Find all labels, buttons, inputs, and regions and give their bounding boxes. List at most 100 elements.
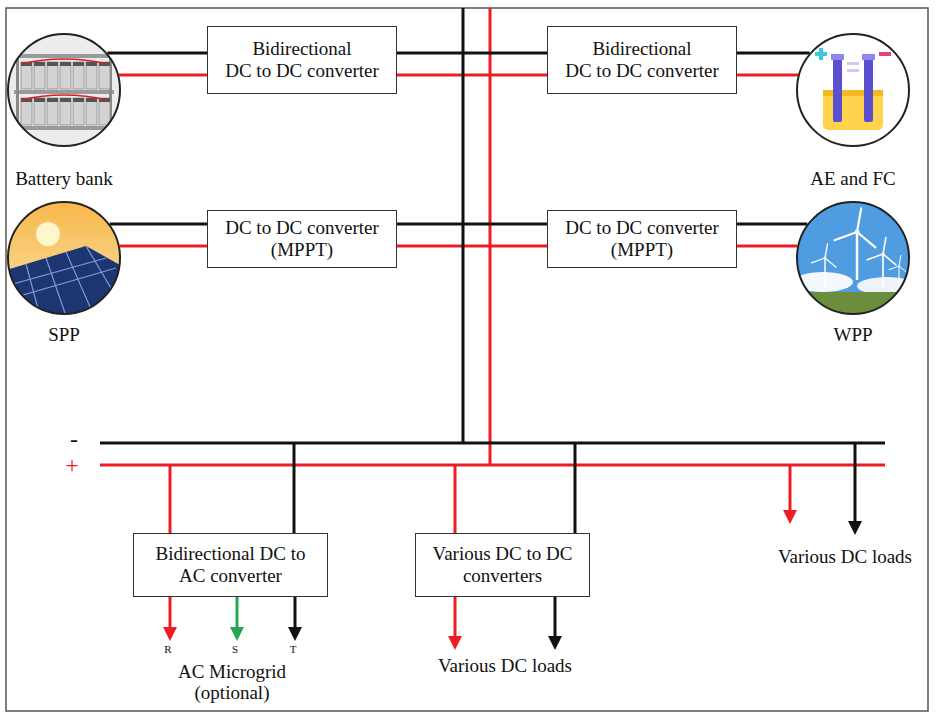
connector-wire	[737, 52, 810, 55]
box-text-group: Various DC to DC converters	[433, 543, 573, 587]
drawing-part	[867, 254, 883, 260]
negative-wire	[397, 223, 547, 226]
phase-name: T	[285, 643, 301, 655]
arrow-shaft	[854, 443, 857, 522]
bus-polarity: +	[61, 452, 83, 478]
source-label: WPP	[791, 324, 915, 346]
drawing-part	[6, 32, 122, 148]
power-connector	[107, 53, 207, 75]
power-connector	[737, 224, 807, 246]
drawing-part	[824, 257, 827, 260]
connector-wire	[120, 245, 207, 248]
drawing-part	[812, 258, 826, 263]
electrolyzer-icon	[795, 32, 911, 148]
drawing-part: DC to DC converter	[225, 217, 379, 239]
frame	[6, 8, 928, 711]
source-label: Battery bank	[2, 168, 126, 190]
drawing-part: DC to DC converter	[565, 217, 719, 239]
negative-wire	[293, 443, 296, 533]
positive-wire	[397, 74, 547, 77]
source-node: SPP	[2, 200, 126, 346]
drawing-part	[795, 32, 911, 148]
arrow-head	[848, 521, 862, 535]
drawing-part	[879, 52, 891, 56]
negative-bus	[100, 442, 885, 445]
source-node: AE and FC	[791, 32, 915, 190]
drawing-part	[14, 126, 114, 130]
connector-wire	[737, 245, 797, 248]
drawing-part	[883, 238, 886, 255]
drawing-part	[797, 202, 909, 314]
negative-wire	[574, 443, 577, 533]
drawing-part: DC to DC converter	[225, 60, 379, 81]
drawing-part	[60, 98, 71, 102]
drawing-part	[6, 246, 118, 316]
drawing-part: Bidirectional	[565, 38, 719, 60]
drawing-part	[60, 62, 71, 89]
arrow-head	[230, 627, 244, 641]
source-label: SPP	[2, 324, 126, 346]
drawing-part	[825, 258, 836, 267]
drawing-part	[47, 62, 58, 66]
drawing-part	[47, 98, 58, 125]
arrow-shaft	[236, 597, 239, 628]
drawing-part	[823, 90, 883, 130]
drawing-part	[34, 62, 45, 66]
box-text-group: DC to DC converter (MPPT)	[565, 217, 719, 261]
drawing-part	[847, 62, 859, 65]
drawing-part	[857, 208, 861, 232]
drawing-part	[73, 62, 84, 66]
drawing-part	[795, 200, 911, 316]
arrow-shaft	[169, 597, 172, 628]
drawing-part	[847, 69, 859, 72]
drawing-part	[823, 90, 883, 96]
arrow-head	[448, 636, 462, 650]
drawing-part	[34, 98, 45, 102]
arrow-head	[783, 510, 797, 524]
arrow-shaft	[454, 597, 457, 637]
output-label: AC Microgrid (optional)	[157, 662, 307, 704]
drawing-part	[883, 254, 896, 265]
drawing-part: AC converter	[179, 565, 282, 586]
drawing-part: Bidirectional DC to	[156, 543, 306, 565]
drawing-part	[882, 254, 884, 288]
solar-plant-icon	[6, 200, 122, 316]
source-label: AE and FC	[791, 168, 915, 190]
drawing-part	[34, 62, 45, 89]
arrow-shaft	[554, 597, 557, 637]
connector-wire	[110, 223, 207, 226]
drawing-part	[6, 200, 122, 316]
box-label: Bidirectional DC to DC converter	[225, 38, 379, 82]
output-label: Various DC loads	[415, 656, 595, 677]
drawing-part	[825, 244, 828, 258]
drawing-part	[862, 54, 875, 60]
drawing-part	[99, 62, 110, 89]
drawing-part	[14, 90, 114, 94]
drawing-part: converters	[463, 565, 542, 586]
box-text-group: Bidirectional DC to DC converter	[225, 38, 379, 82]
drawing-part	[795, 272, 853, 292]
box-label: Various DC to DC converters	[433, 543, 573, 587]
negative-wires	[100, 8, 885, 533]
drawing-part	[14, 54, 114, 58]
drawing-part	[86, 62, 97, 89]
positive-bus	[489, 8, 492, 465]
drawing-part	[86, 98, 97, 125]
converter-box: Bidirectional DC to DC converter	[547, 26, 737, 94]
drawing-part: (optional)	[195, 682, 270, 703]
drawing-part	[864, 58, 873, 122]
positive-wires	[100, 8, 885, 533]
drawing-part	[21, 62, 32, 89]
drawing-part: Various DC to DC	[433, 543, 573, 565]
battery-bank-icon	[6, 32, 122, 148]
drawing-part	[21, 59, 107, 64]
drawing-part	[855, 230, 860, 235]
converter-box: Bidirectional DC to AC converter	[133, 533, 328, 597]
drawing-part	[21, 98, 32, 125]
drawing-part	[73, 98, 84, 102]
drawing-part: AC Microgrid	[157, 662, 307, 683]
box-label: Bidirectional DC to DC converter	[565, 38, 719, 82]
drawing-part	[73, 98, 84, 125]
drawing-part: DC to DC converter	[565, 60, 719, 81]
